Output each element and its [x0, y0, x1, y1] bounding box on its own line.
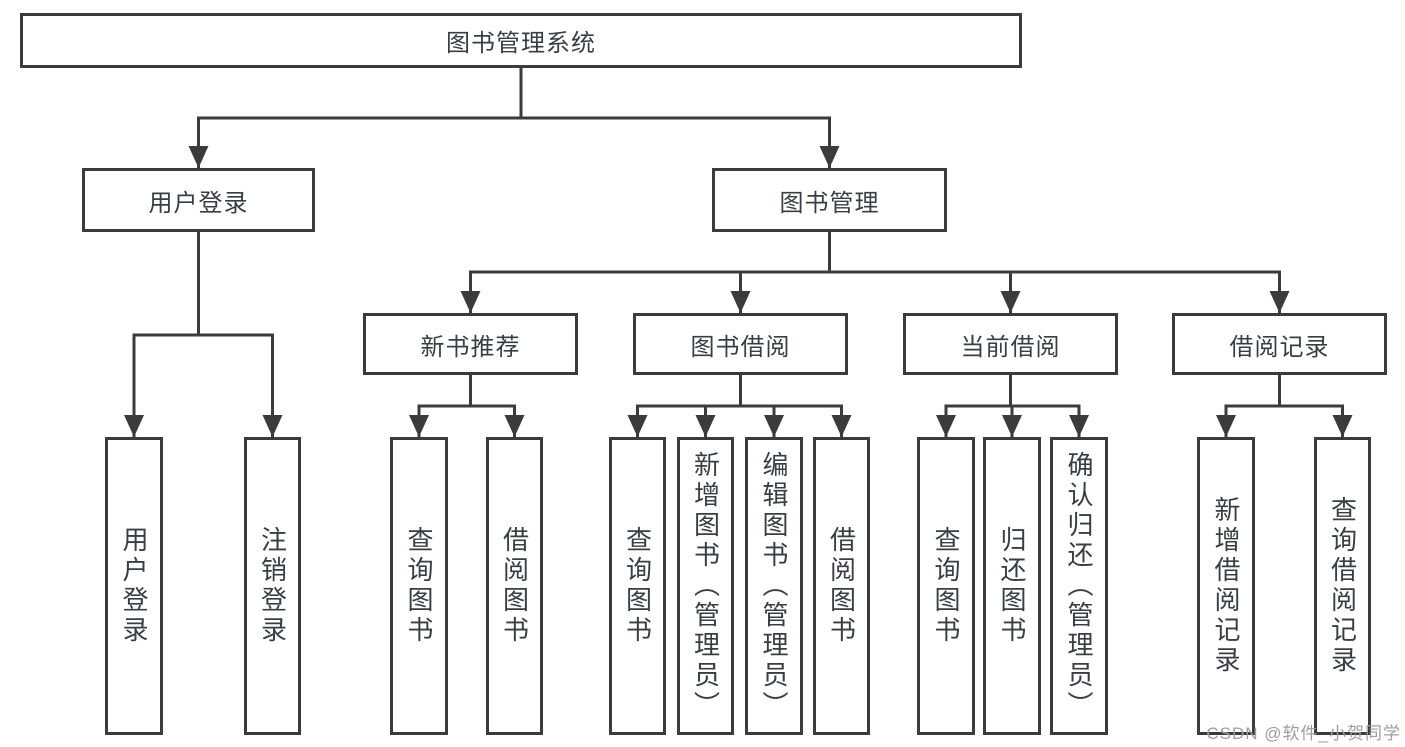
leaf-query-borrow-record-label: 查询借阅记录: [1327, 496, 1358, 676]
leaf-confirm-return-admin-label: 确认归还（管理员）: [1064, 451, 1094, 721]
leaf-confirm-return-admin: 确认归还（管理员）: [1050, 437, 1108, 735]
leaf-edit-books-admin-label: 编辑图书（管理员）: [759, 451, 789, 721]
node-new-book-recommend: 新书推荐: [363, 313, 578, 375]
leaf-edit-books-admin: 编辑图书（管理员）: [745, 437, 803, 735]
leaf-query-books-current-label: 查询图书: [931, 526, 961, 646]
node-book-management-label: 图书管理: [779, 189, 880, 217]
leaf-add-borrow-record-label: 新增借阅记录: [1211, 496, 1241, 676]
leaf-query-books-recommend: 查询图书: [390, 437, 448, 735]
node-new-book-recommend-label: 新书推荐: [420, 333, 521, 361]
leaf-borrow-books-recommend-label: 借阅图书: [499, 526, 530, 646]
node-current-borrow-label: 当前借阅: [960, 333, 1061, 361]
leaf-query-borrow-record: 查询借阅记录: [1314, 437, 1371, 735]
leaf-logout: 注销登录: [244, 437, 301, 735]
leaf-borrow-books: 借阅图书: [813, 437, 870, 735]
node-book-borrow-label: 图书借阅: [690, 333, 791, 361]
leaf-user-login: 用户登录: [105, 437, 163, 735]
node-borrow-record: 借阅记录: [1172, 313, 1387, 375]
leaf-user-login-label: 用户登录: [119, 526, 149, 646]
leaf-logout-label: 注销登录: [257, 526, 288, 646]
node-user-login: 用户登录: [82, 168, 315, 232]
leaf-borrow-books-label: 借阅图书: [826, 526, 857, 646]
node-user-login-label: 用户登录: [148, 189, 249, 217]
leaf-query-books-recommend-label: 查询图书: [404, 526, 434, 646]
leaf-add-borrow-record: 新增借阅记录: [1197, 437, 1255, 735]
leaf-query-books-borrow-label: 查询图书: [622, 526, 653, 646]
leaf-add-books-admin-label: 新增图书（管理员）: [690, 451, 721, 721]
node-book-borrow: 图书借阅: [633, 313, 848, 375]
watermark-text: CSDN @软件_小贺同学: [1206, 724, 1401, 743]
leaf-borrow-books-recommend: 借阅图书: [486, 437, 543, 735]
leaf-add-books-admin: 新增图书（管理员）: [677, 437, 734, 735]
leaf-query-books-current: 查询图书: [917, 437, 975, 735]
node-root-label: 图书管理系统: [446, 30, 596, 57]
node-book-management: 图书管理: [712, 168, 947, 232]
node-root: 图书管理系统: [20, 13, 1022, 68]
leaf-query-books-borrow: 查询图书: [609, 437, 666, 735]
node-current-borrow: 当前借阅: [903, 313, 1118, 375]
leaf-return-books: 归还图书: [983, 437, 1041, 735]
leaf-return-books-label: 归还图书: [997, 526, 1027, 646]
node-borrow-record-label: 借阅记录: [1229, 333, 1330, 361]
